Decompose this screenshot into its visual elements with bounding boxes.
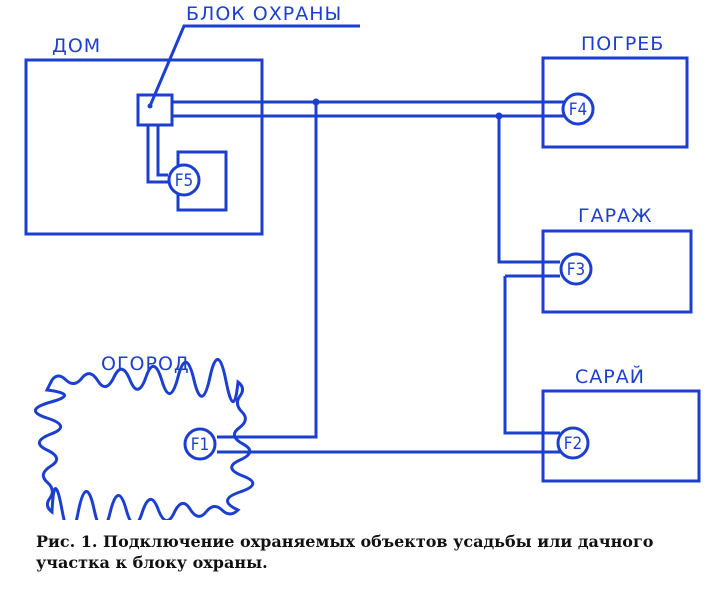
garage-wire-top <box>497 116 560 264</box>
house-label: ДОМ <box>52 35 101 57</box>
garden-label: ОГОРОД <box>101 353 190 375</box>
sensor-f4-label: F4 <box>569 100 588 120</box>
f5-wire-b <box>156 125 168 177</box>
security-unit-leader-line <box>148 24 360 107</box>
security-wiring-diagram: ДОМ БЛОК ОХРАНЫ F5 ПОГРЕБ F4 ГАРАЖ F3 СА… <box>24 3 701 520</box>
sensor-f3-circle <box>559 252 593 286</box>
sensor-f1-label: F1 <box>191 435 210 455</box>
sensor-f2-circle <box>556 426 590 460</box>
cellar-label: ПОГРЕБ <box>581 33 664 55</box>
garage-label: ГАРАЖ <box>578 205 653 227</box>
cellar-outline <box>541 56 689 149</box>
sensor-f5-label: F5 <box>175 171 194 191</box>
sensor-f2-label: F2 <box>564 434 583 454</box>
shed-outline <box>541 389 701 483</box>
security-unit-box <box>136 93 174 127</box>
sensor-f3-label: F3 <box>567 260 586 280</box>
garage-outline <box>541 229 693 314</box>
sensor-f5-circle <box>167 163 201 197</box>
sensor-f1-circle <box>183 427 217 461</box>
security-unit-label: БЛОК ОХРАНЫ <box>186 3 342 25</box>
f5-wire-a <box>146 125 168 184</box>
shed-wire-top <box>503 276 560 435</box>
garden-outline <box>34 358 255 520</box>
garden-wire <box>217 102 318 439</box>
shed-label: САРАЙ <box>575 365 645 388</box>
figure-caption: Рис. 1. Подключение охраняемых объектов … <box>36 532 654 572</box>
house-outline <box>24 58 264 236</box>
sensor-f4-circle <box>561 92 595 126</box>
